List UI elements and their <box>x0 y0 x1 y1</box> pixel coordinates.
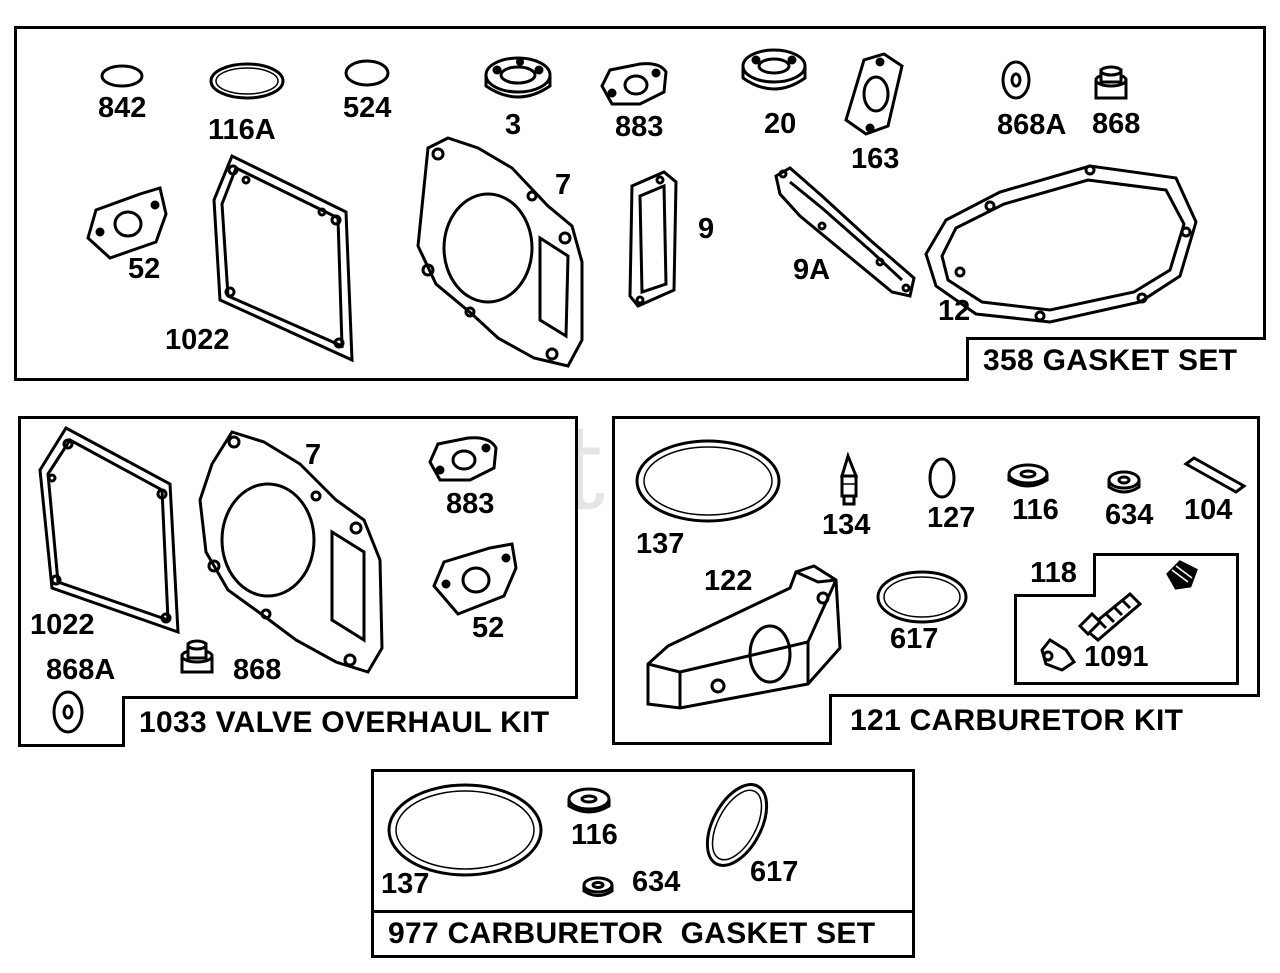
gasket-set-part-137-drawing <box>387 783 543 877</box>
carb-kit-label-137: 137 <box>636 528 685 560</box>
label-7: 7 <box>555 169 572 201</box>
valve-kit-part-52-drawing <box>432 542 518 616</box>
carb-kit-label-122: 122 <box>704 565 753 597</box>
part-524-drawing <box>344 59 390 87</box>
part-163-drawing <box>844 52 904 136</box>
carb-kit-part-634-drawing <box>1107 470 1141 494</box>
subkit-118-tag: 118 <box>1014 553 1096 597</box>
label-524: 524 <box>343 92 392 124</box>
gasket-set-part-116-drawing <box>567 787 611 814</box>
valve-kit-label-1022: 1022 <box>30 609 95 641</box>
part-12-crankcase-gasket-drawing <box>924 164 1198 324</box>
part-1022-drawing <box>212 153 354 363</box>
gasket-set-label-634: 634 <box>632 866 681 898</box>
carb-kit-label-617: 617 <box>890 623 939 655</box>
valve-kit-part-7-drawing <box>198 430 384 674</box>
label-12: 12 <box>938 295 971 327</box>
carb-kit-label-1091: 1091 <box>1084 641 1149 673</box>
carb-kit-part-134-drawing <box>839 451 859 506</box>
part-883-drawing <box>600 62 668 106</box>
carb-kit-label-104: 104 <box>1184 494 1233 526</box>
gasket-set-label-137: 137 <box>381 868 430 900</box>
label-20: 20 <box>764 108 797 140</box>
part-7-head-gasket-drawing <box>416 136 584 368</box>
valve-overhaul-kit-title: 1033 VALVE OVERHAUL KIT <box>122 696 578 747</box>
carb-kit-part-1091-drawing <box>1040 560 1198 672</box>
valve-kit-label-883: 883 <box>446 488 495 520</box>
part-3-seal-drawing <box>484 56 552 99</box>
carburetor-gasket-set-title: 977 CARBURETOR GASKET SET <box>371 910 915 958</box>
carb-kit-part-104-drawing <box>1183 456 1247 494</box>
carburetor-kit-title: 121 CARBURETOR KIT <box>829 694 1260 745</box>
valve-kit-part-868a-drawing <box>52 690 84 734</box>
carb-kit-label-116: 116 <box>1012 494 1059 526</box>
carb-kit-part-617-drawing <box>876 570 968 624</box>
gasket-set-title: 358 GASKET SET <box>966 337 1266 381</box>
part-20-seal-drawing <box>741 48 807 91</box>
label-842: 842 <box>98 92 147 124</box>
label-868a: 868A <box>997 109 1067 141</box>
label-883: 883 <box>615 111 664 143</box>
valve-kit-part-1022-drawing <box>38 426 180 635</box>
carb-kit-part-137-drawing <box>635 439 781 523</box>
carb-kit-part-122-drawing <box>646 564 842 710</box>
label-52: 52 <box>128 253 161 285</box>
gasket-set-part-617-drawing <box>705 783 769 867</box>
carb-kit-label-127: 127 <box>927 502 976 534</box>
valve-kit-part-868-drawing <box>180 639 214 674</box>
carb-kit-part-116-drawing <box>1007 463 1049 488</box>
label-9a: 9A <box>793 254 831 286</box>
valve-kit-label-868a: 868A <box>46 654 116 686</box>
part-9a-drawing <box>774 166 916 298</box>
part-842-drawing <box>100 64 144 88</box>
part-116a-drawing <box>209 62 285 100</box>
label-868: 868 <box>1092 108 1141 140</box>
gasket-set-label-617: 617 <box>750 856 799 888</box>
valve-kit-part-883-drawing <box>428 436 498 482</box>
label-9: 9 <box>698 213 715 245</box>
valve-kit-label-868: 868 <box>233 654 282 686</box>
part-868a-drawing <box>1001 60 1031 100</box>
label-116a: 116A <box>208 114 276 146</box>
carburetor-subkit-118-box <box>1014 553 1239 685</box>
valve-kit-label-52: 52 <box>472 612 505 644</box>
gasket-set-part-634-drawing <box>582 876 614 897</box>
label-3: 3 <box>505 109 522 141</box>
part-868-drawing <box>1094 65 1128 100</box>
carb-kit-label-634: 634 <box>1105 499 1154 531</box>
part-52-drawing <box>86 186 168 260</box>
carb-kit-label-134: 134 <box>822 509 871 541</box>
valve-kit-label-7: 7 <box>305 439 322 471</box>
part-9-drawing <box>628 170 678 308</box>
gasket-set-label-116: 116 <box>571 819 618 851</box>
carb-kit-part-127-drawing <box>928 457 956 499</box>
label-1022: 1022 <box>165 324 230 356</box>
label-163: 163 <box>851 143 900 175</box>
